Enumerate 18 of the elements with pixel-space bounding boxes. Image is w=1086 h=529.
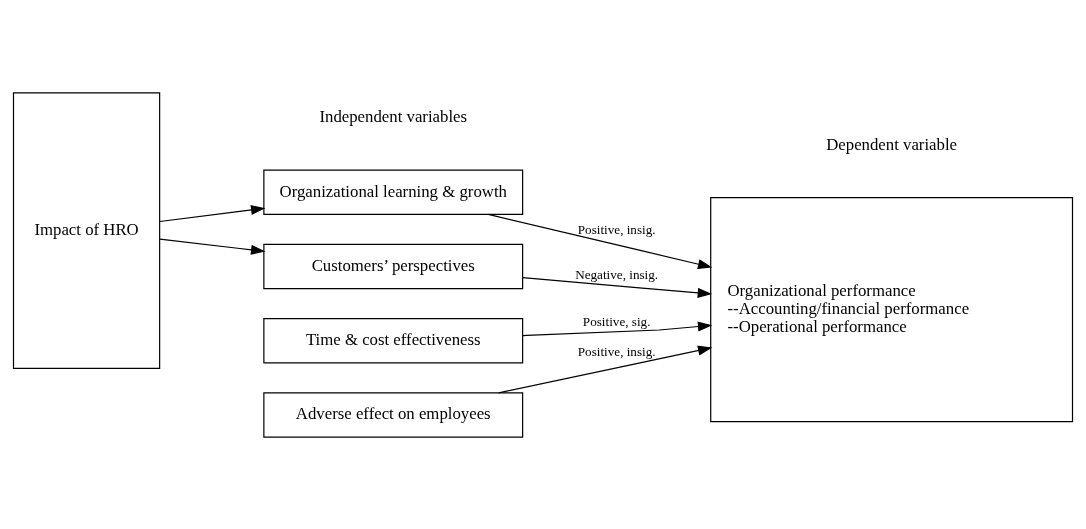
edge-label: Negative, insig. bbox=[575, 266, 659, 282]
arrow bbox=[522, 321, 713, 336]
arrow bbox=[522, 276, 713, 298]
node-box: Organizational learning & growth bbox=[263, 168, 524, 215]
label: Dependent variable bbox=[826, 134, 958, 154]
node-box: Customers’ perspectives bbox=[263, 243, 524, 289]
label: Independent variables bbox=[319, 106, 468, 126]
node-box: Adverse effect on employees bbox=[263, 391, 524, 438]
node-box: Organizational performance --Accounting/financial performance --Operational performance bbox=[710, 196, 1074, 422]
arrow bbox=[159, 204, 266, 222]
node-box: Time & cost effectiveness bbox=[263, 317, 524, 364]
edge-label: Positive, insig. bbox=[577, 221, 656, 237]
edge-label: Positive, sig. bbox=[582, 313, 651, 329]
arrow bbox=[498, 345, 713, 393]
edge-label: Positive, insig. bbox=[577, 343, 656, 359]
arrow bbox=[487, 213, 713, 269]
arrow bbox=[159, 238, 266, 255]
node-box: Impact of HRO bbox=[12, 91, 161, 369]
